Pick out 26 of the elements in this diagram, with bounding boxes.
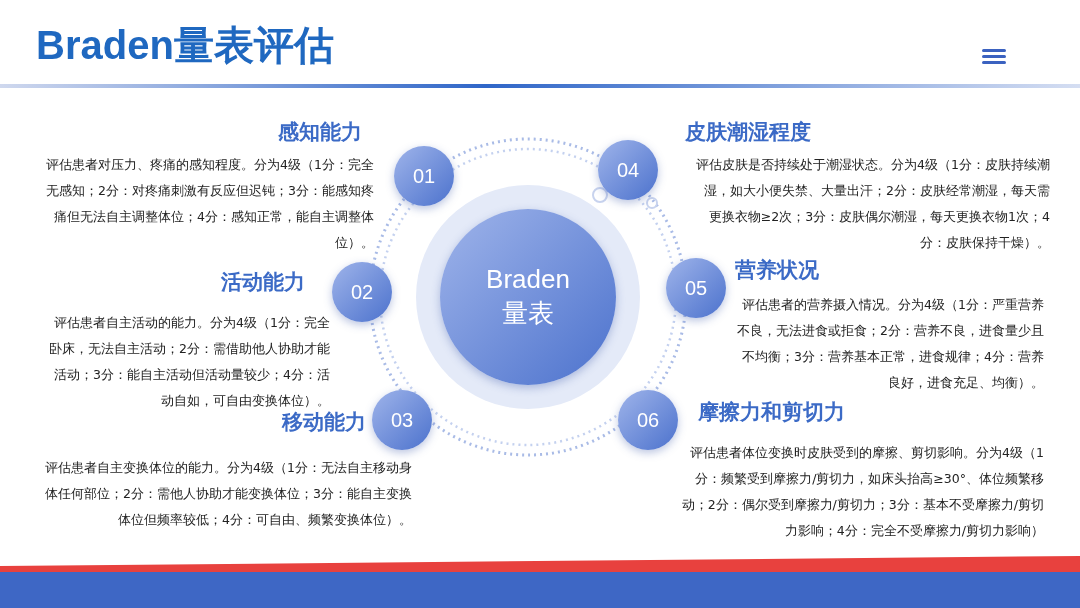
section-heading: 感知能力 bbox=[277, 119, 362, 146]
number-label: 05 bbox=[684, 276, 708, 300]
number-label: 03 bbox=[390, 408, 414, 432]
section-heading: 移动能力 bbox=[280, 409, 366, 436]
section-heading: 摩擦力和剪切力 bbox=[698, 399, 846, 426]
description-text: 评估皮肤是否持续处于潮湿状态。分为4级（1分：皮肤持续潮湿，如大小便失禁、大量出汗；2分：皮肤经常潮湿，每天需更换衣物≥2次；3分：皮肤偶尔潮湿，每天更换衣物1次；4分：皮肤保持干燥）。 bbox=[695, 156, 1050, 252]
section-heading: 营养状况 bbox=[735, 257, 820, 284]
title: Braden量表评估 bbox=[36, 22, 334, 69]
description-text: 评估患者体位变换时皮肤受到的摩擦、剪切影响。分为4级（1分：频繁受到摩擦力/剪切力，如床头抬高≥30°、体位频繁移动；2分：偶尔受到摩擦力/剪切力；3分：基本不受摩擦力/剪切力影响；4分：完全不受摩擦力/剪切力影响） bbox=[680, 444, 1044, 540]
description-text: 评估患者对压力、疼痛的感知程度。分为4级（1分：完全无感知；2分：对疼痛刺激有反应但迟钝；3分：能感知疼痛但无法自主调整体位；4分：感知正常，能自主调整体位）。 bbox=[45, 156, 374, 252]
section-heading: 皮肤潮湿程度 bbox=[685, 119, 812, 146]
description-text: 评估患者的营养摄入情况。分为4级（1分：严重营养不良，无法进食或拒食；2分：营养不良，进食量少且不均衡；3分：营养基本正常，进食规律；4分：营养良好，进食充足、均衡）。 bbox=[736, 296, 1044, 392]
number-circle bbox=[598, 140, 658, 200]
number-label: 06 bbox=[636, 408, 660, 432]
number-circle bbox=[332, 262, 392, 322]
number-label: 01 bbox=[412, 164, 436, 188]
description-text: 评估患者自主变换体位的能力。分为4级（1分：无法自主移动身体任何部位；2分：需他人协助才能变换体位；3分：能自主变换体位但频率较低；4分：可自由、频繁变换体位）。 bbox=[44, 459, 412, 529]
number-circle bbox=[666, 258, 726, 318]
number-label: 02 bbox=[350, 280, 374, 304]
center-label: Braden 量表 bbox=[485, 263, 571, 330]
number-label: 04 bbox=[616, 158, 640, 182]
number-circle bbox=[394, 146, 454, 206]
number-circle bbox=[618, 390, 678, 450]
description-text: 评估患者自主活动的能力。分为4级（1分：完全卧床，无法自主活动；2分：需借助他人协助才能活动；3分：能自主活动但活动量较少；4分：活动自如，可自由变换体位）。 bbox=[48, 314, 330, 410]
number-circle bbox=[372, 390, 432, 450]
section-heading: 活动能力 bbox=[220, 269, 305, 296]
